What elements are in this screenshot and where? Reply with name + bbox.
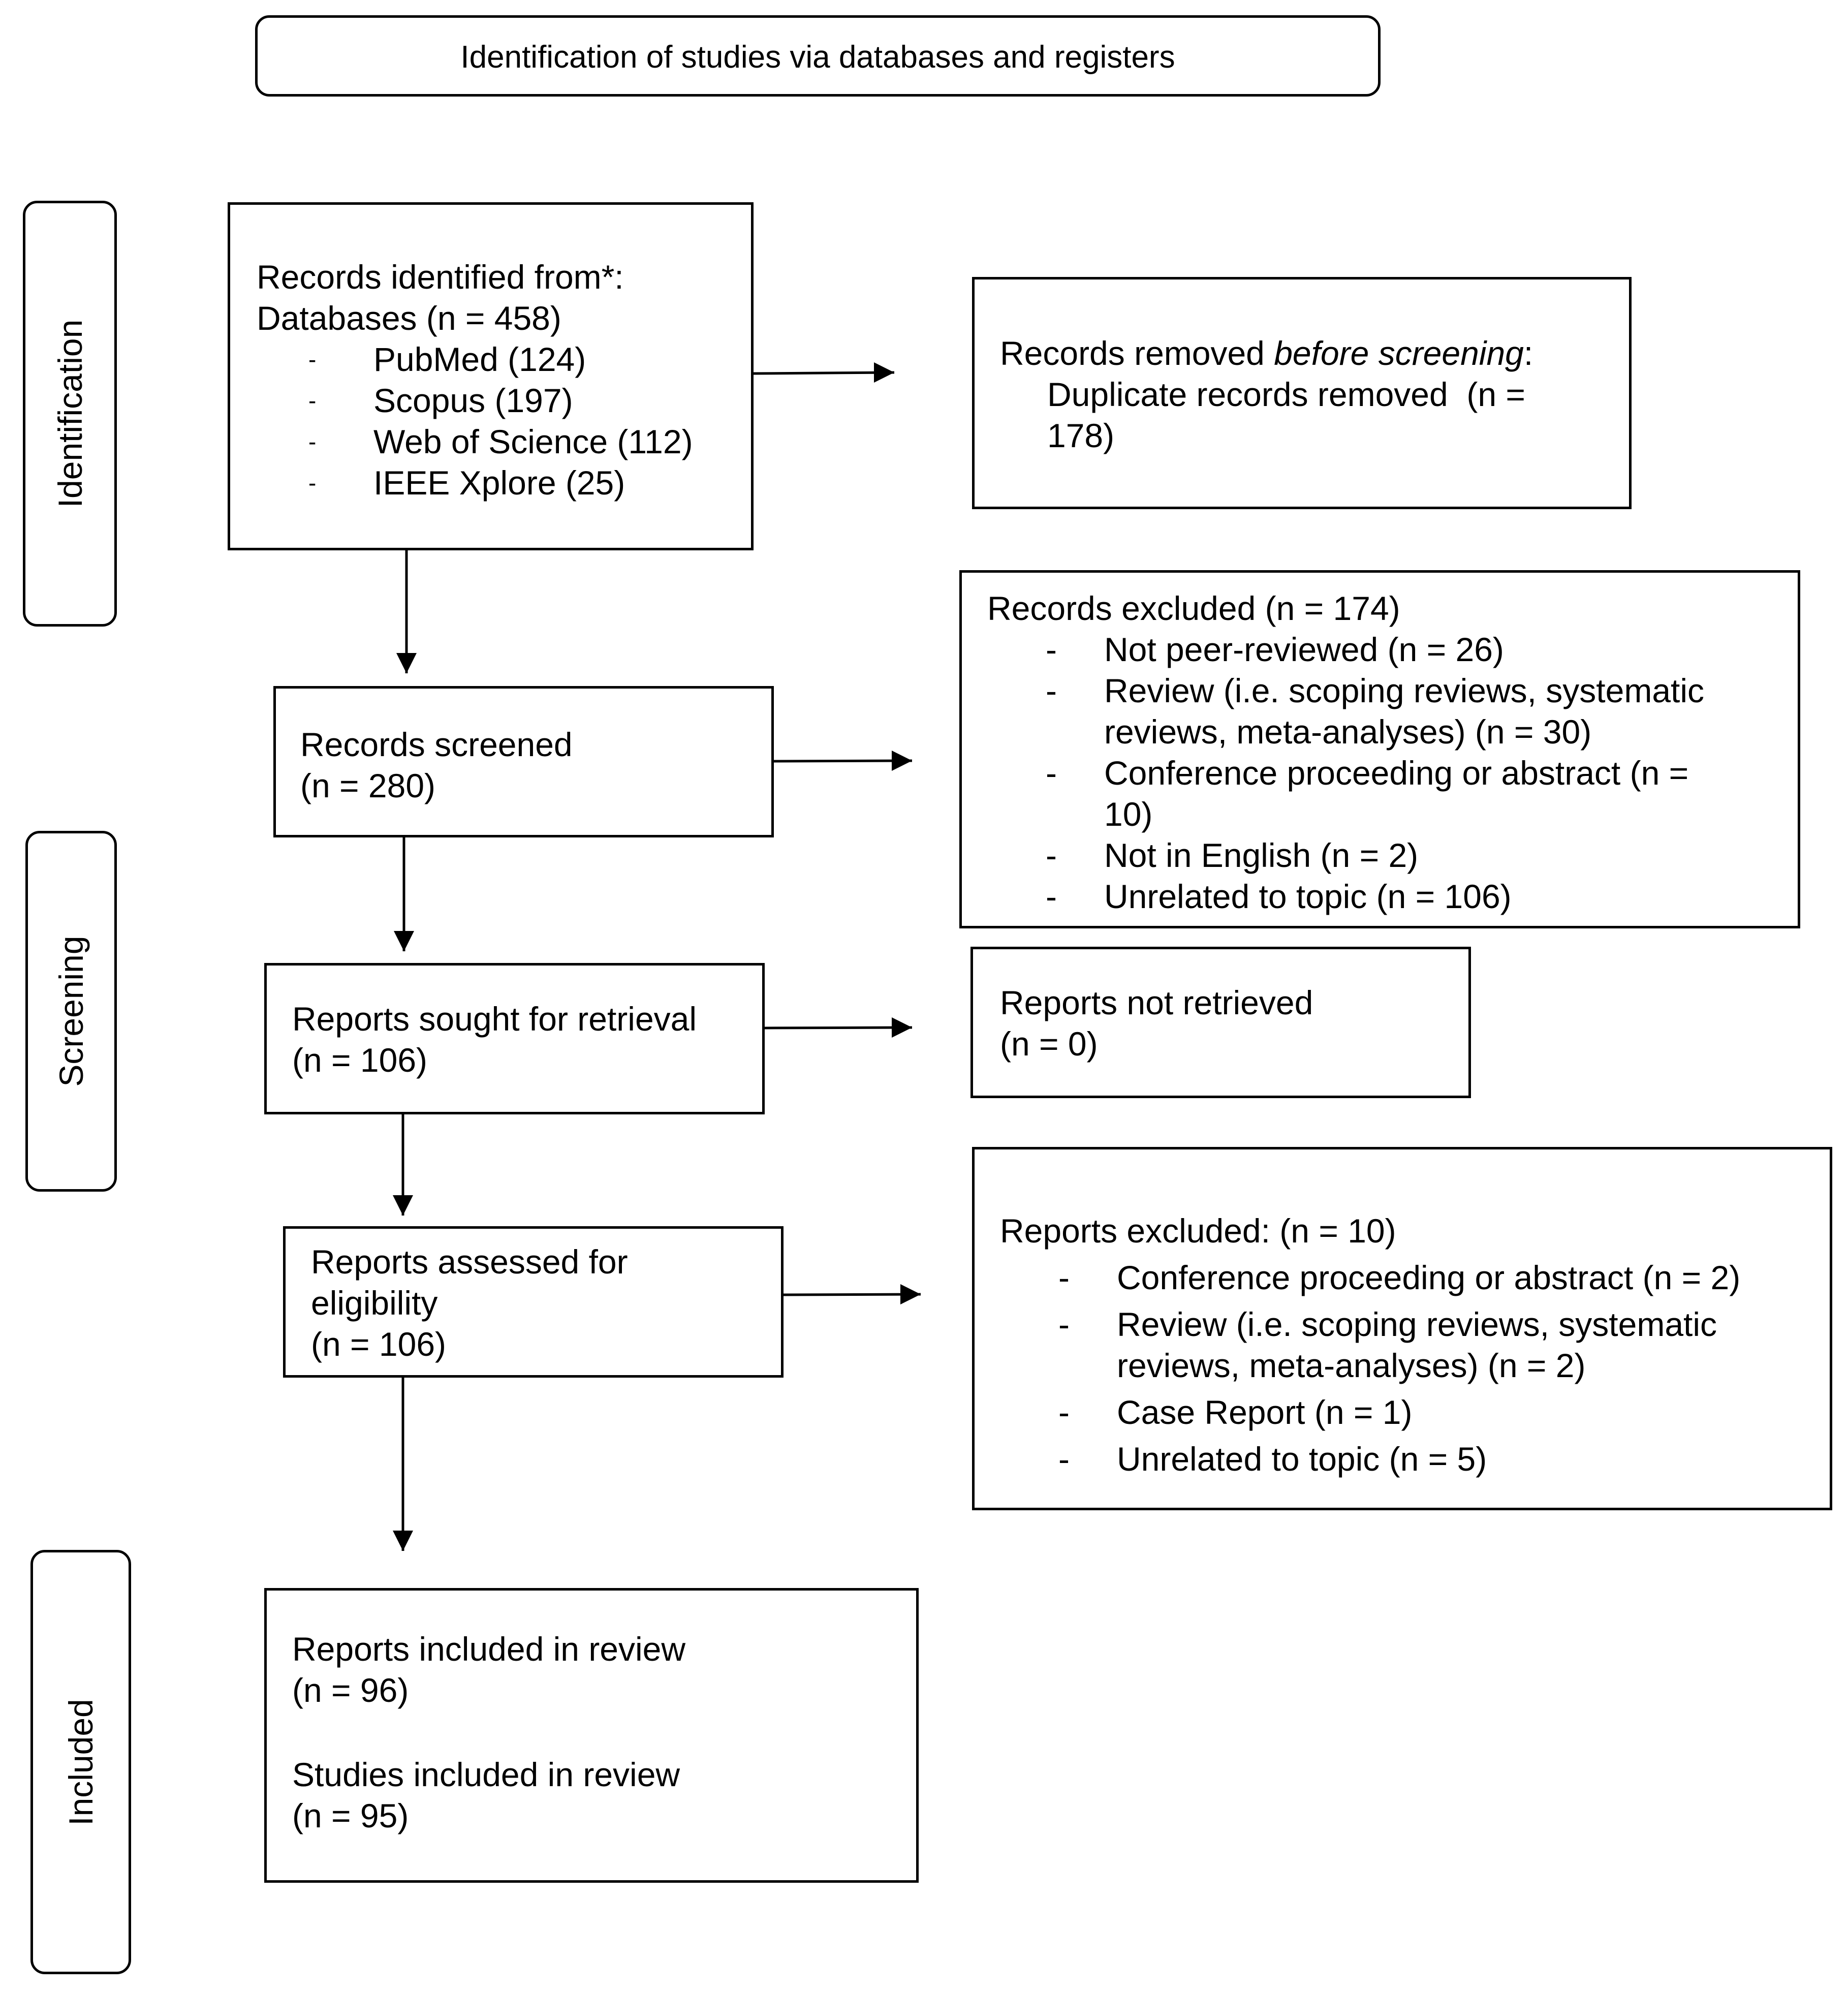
arrowhead [396,653,417,673]
studies-included-count: (n = 95) [292,1797,409,1834]
records-screened-count: (n = 280) [300,767,435,804]
reports-assessed-label-cont: eligibility [311,1284,438,1322]
records-excluded-box: Records excluded (n = 174) - Not peer-re… [959,570,1800,928]
excluded-dash: - [1046,836,1057,874]
databases-count: Databases (n = 458) [257,299,561,337]
excluded-item-cont: 10) [1104,795,1153,833]
header-box: Identification of studies via databases … [255,15,1381,97]
excluded-item-cont: reviews, meta-analyses) (n = 30) [1104,713,1592,751]
excluded-dash: - [1046,631,1057,668]
records-identified-box: Records identified from*: Databases (n =… [228,202,754,550]
reports-assessed-box: Reports assessed for eligibility (n = 10… [283,1226,784,1378]
reports-included-label: Reports included in review [292,1630,686,1668]
records-identified-heading: Records identified from*: [257,258,624,296]
arrowhead [393,1195,413,1216]
included-box: Reports included in review (n = 96) Stud… [264,1588,919,1883]
reports-included-count: (n = 96) [292,1671,409,1709]
header-title: Identification of studies via databases … [460,40,1175,75]
phase-identification: Identification [23,201,117,627]
database-item: -Web of Science (112) [308,423,693,460]
database-item: -PubMed (124) [308,340,586,378]
excluded-item: Not in English (n = 2) [1104,836,1419,874]
arrowhead [892,1017,912,1038]
arrow-right [783,1293,921,1296]
reports-not-retrieved-label: Reports not retrieved [1000,984,1313,1021]
excluded-item: Unrelated to topic (n = 5) [1117,1440,1487,1478]
arrowhead [393,1531,413,1551]
reports-sought-label: Reports sought for retrieval [292,1000,697,1038]
reports-excluded-box: Reports excluded: (n = 10) - Conference … [972,1147,1832,1510]
phase-screening: Screening [25,831,117,1192]
reports-sought-box: Reports sought for retrieval (n = 106) [264,963,765,1114]
arrowhead [394,931,414,951]
excluded-item: Not peer-reviewed (n = 26) [1104,631,1504,668]
excluded-dash: - [1046,878,1057,915]
reports-sought-count: (n = 106) [292,1041,427,1079]
excluded-item: Unrelated to topic (n = 106) [1104,878,1512,915]
database-list: -PubMed (124) -Scopus (197) -Web of Scie… [308,339,693,504]
arrowhead [892,751,912,771]
excluded-dash: - [1046,754,1057,792]
reports-not-retrieved-count: (n = 0) [1000,1025,1098,1063]
duplicates-removed-count: 178) [1047,417,1115,454]
studies-included-label: Studies included in review [292,1756,680,1793]
excluded-item: Conference proceeding or abstract (n = 2… [1117,1259,1741,1296]
records-excluded-heading: Records excluded (n = 174) [987,589,1400,627]
excluded-dash: - [1058,1440,1070,1478]
arrow-right [753,371,895,375]
phase-included: Included [30,1550,131,1974]
records-removed-box: Records removed before screening: Duplic… [972,277,1632,509]
reports-assessed-label: Reports assessed for [311,1243,628,1281]
database-item: -Scopus (197) [308,382,573,419]
reports-assessed-count: (n = 106) [311,1325,446,1363]
excluded-dash: - [1058,1393,1070,1431]
excluded-item: Case Report (n = 1) [1117,1393,1413,1431]
records-removed-heading: Records removed before screening: [1000,334,1533,372]
excluded-item: Conference proceeding or abstract (n = [1104,754,1689,792]
arrowhead [900,1284,921,1304]
excluded-item-cont: reviews, meta-analyses) (n = 2) [1117,1347,1586,1384]
excluded-item: Review (i.e. scoping reviews, systematic [1117,1305,1717,1343]
excluded-dash: - [1046,672,1057,709]
duplicates-removed: Duplicate records removed (n = [1047,376,1525,413]
reports-not-retrieved-box: Reports not retrieved (n = 0) [970,947,1471,1098]
excluded-dash: - [1058,1259,1070,1296]
reports-excluded-heading: Reports excluded: (n = 10) [1000,1212,1396,1250]
records-screened-label: Records screened [300,726,573,763]
database-item: -IEEE Xplore (25) [308,464,625,502]
arrowhead [874,362,894,383]
excluded-dash: - [1058,1305,1070,1343]
records-screened-box: Records screened (n = 280) [273,686,774,837]
excluded-item: Review (i.e. scoping reviews, systematic [1104,672,1705,709]
